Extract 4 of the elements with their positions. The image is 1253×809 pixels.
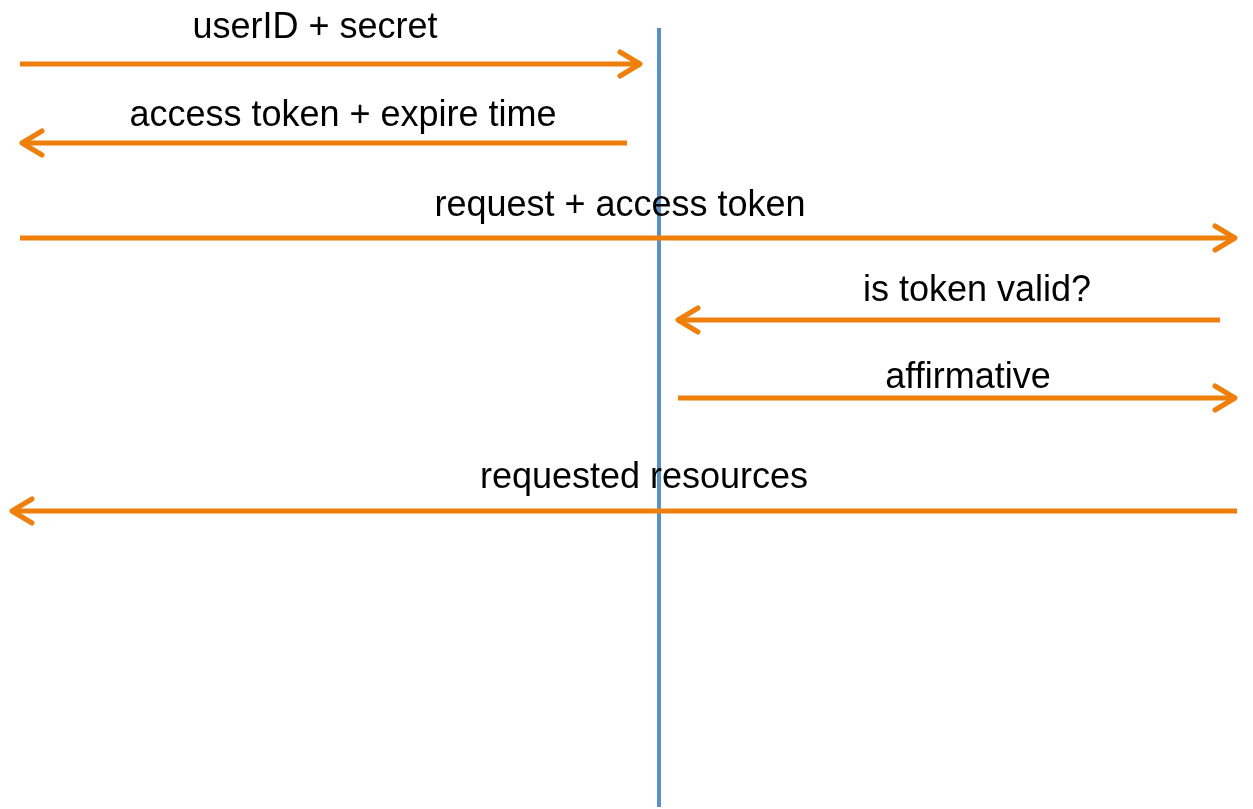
message-label: userID + secret bbox=[192, 4, 438, 48]
message-label: affirmative bbox=[885, 354, 1051, 398]
message-label: is token valid? bbox=[862, 267, 1092, 311]
message-label: access token + expire time bbox=[129, 92, 557, 136]
